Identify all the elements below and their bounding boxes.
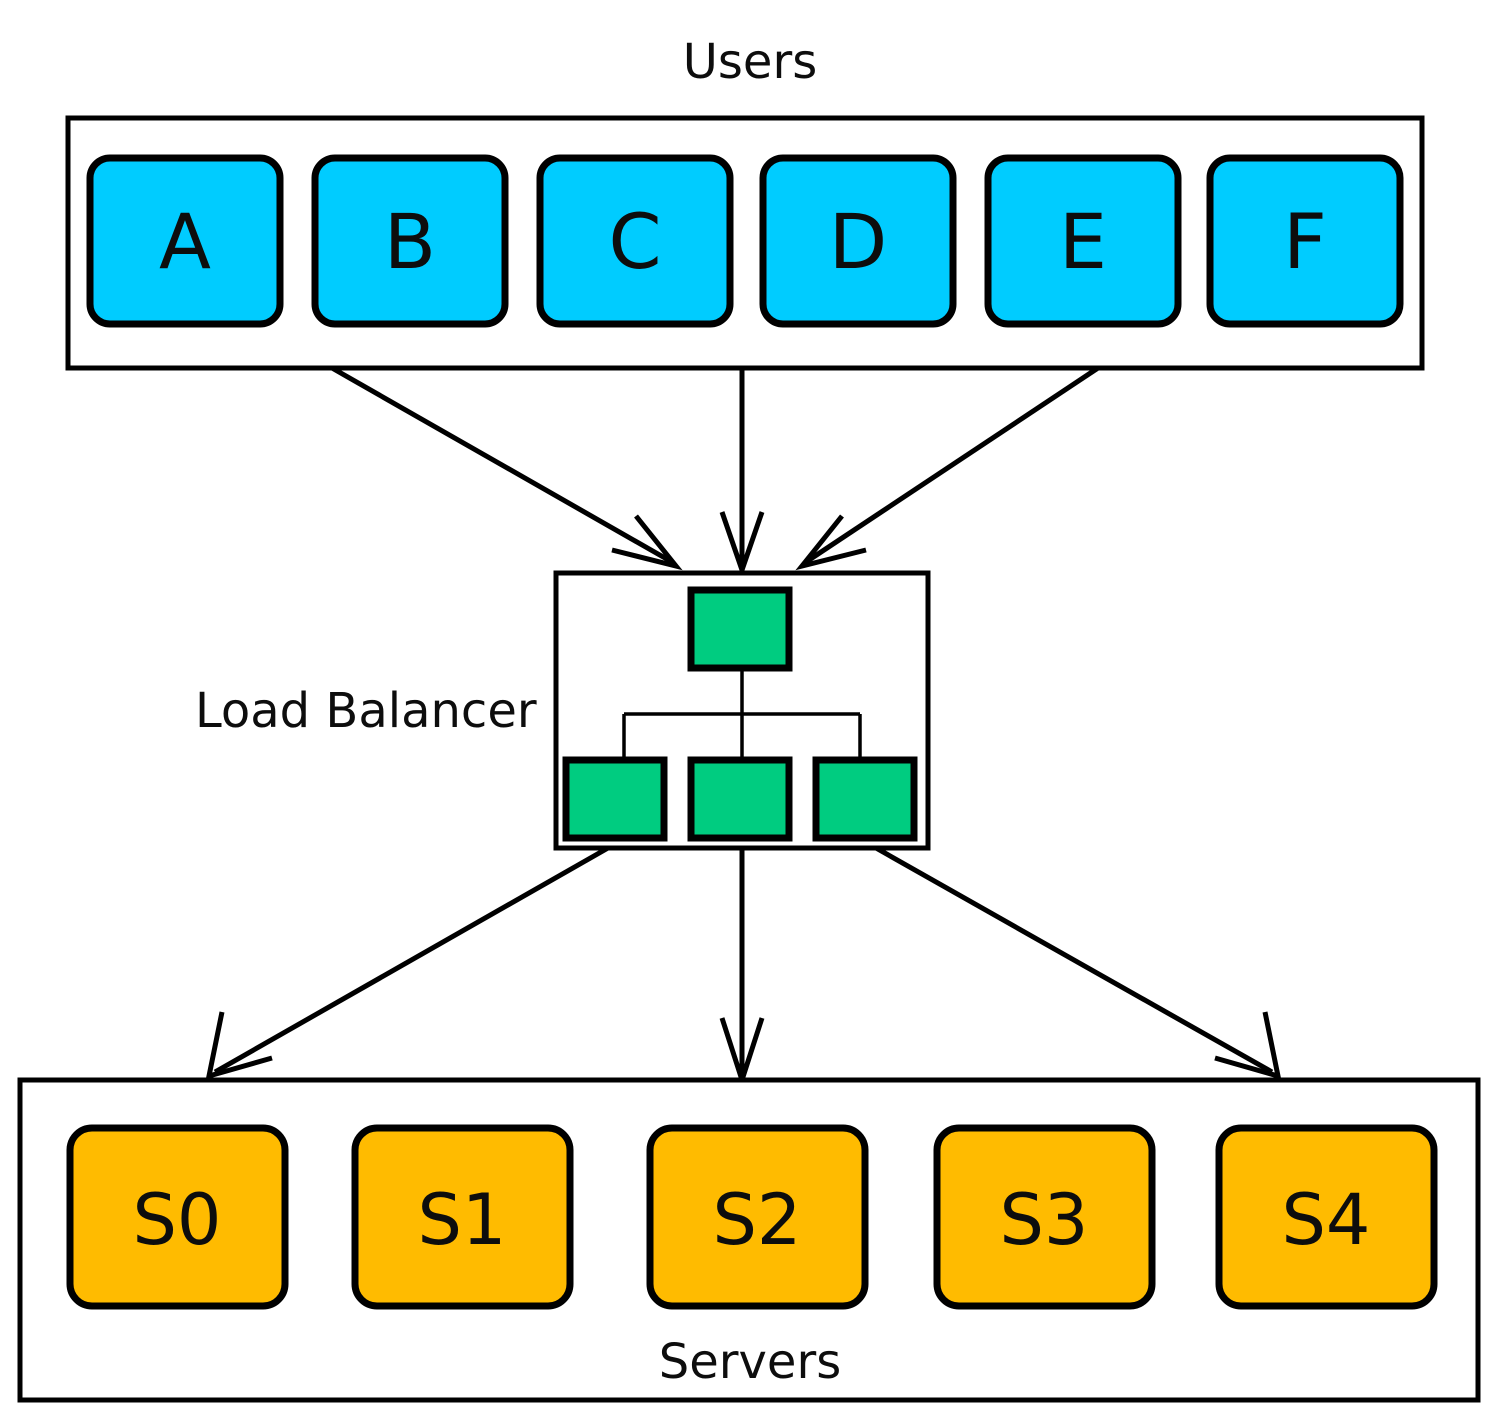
load-balancer-child-node-1[interactable] <box>562 756 668 842</box>
load-balancer-connectors <box>622 665 862 762</box>
load-balancer-group: Load Balancer <box>195 570 931 851</box>
user-b-label: B <box>384 197 436 286</box>
user-e-box[interactable] <box>984 154 1182 328</box>
users-container-box <box>65 115 1425 371</box>
server-s1-box[interactable] <box>351 1124 574 1310</box>
user-node-a[interactable]: A <box>86 154 284 328</box>
server-s3-box[interactable] <box>933 1124 1156 1310</box>
lb-child-3-box[interactable] <box>812 756 918 842</box>
user-a-box[interactable] <box>86 154 284 328</box>
user-node-b[interactable]: B <box>311 154 509 328</box>
user-d-label: D <box>829 197 888 286</box>
flow-arrow-users-left <box>330 365 683 571</box>
user-node-d[interactable]: D <box>759 154 957 328</box>
server-node-s0[interactable]: S0 <box>66 1124 289 1310</box>
lb-root-box[interactable] <box>687 586 793 672</box>
load-balancer-label: Load Balancer <box>195 683 537 739</box>
servers-group: S0 S1 S2 S3 S4 Servers <box>17 1077 1481 1403</box>
server-node-s1[interactable]: S1 <box>351 1124 574 1310</box>
users-group: A B C D E <box>65 115 1425 371</box>
diagram-title: Users <box>683 34 817 90</box>
flow-arrow-servers-left <box>205 845 610 1080</box>
user-node-c[interactable]: C <box>536 154 734 328</box>
flow-users-to-balancer <box>330 365 1100 578</box>
user-a-label: A <box>159 197 211 286</box>
server-s2-label: S2 <box>713 1179 802 1261</box>
servers-label: Servers <box>659 1334 841 1390</box>
flow-arrow-servers-center <box>719 848 765 1089</box>
user-d-box[interactable] <box>759 154 957 328</box>
server-s4-box[interactable] <box>1215 1124 1438 1310</box>
lb-child-2-box[interactable] <box>687 756 793 842</box>
load-balancer-child-node-3[interactable] <box>812 756 918 842</box>
server-s0-box[interactable] <box>66 1124 289 1310</box>
flow-arrow-servers-right <box>874 845 1282 1080</box>
server-s2-box[interactable] <box>646 1124 869 1310</box>
flow-balancer-to-servers <box>205 845 1282 1089</box>
flow-arrow-users-center <box>719 368 765 578</box>
lb-child-1-box[interactable] <box>562 756 668 842</box>
user-c-box[interactable] <box>536 154 734 328</box>
user-e-label: E <box>1059 197 1107 286</box>
server-s3-label: S3 <box>1000 1179 1089 1261</box>
flow-arrow-users-right <box>795 365 1100 571</box>
user-f-box[interactable] <box>1206 154 1404 328</box>
user-node-e[interactable]: E <box>984 154 1182 328</box>
user-b-box[interactable] <box>311 154 509 328</box>
user-node-f[interactable]: F <box>1206 154 1404 328</box>
user-f-label: F <box>1283 197 1327 286</box>
server-node-s3[interactable]: S3 <box>933 1124 1156 1310</box>
load-balancer-child-node-2[interactable] <box>687 756 793 842</box>
server-node-s4[interactable]: S4 <box>1215 1124 1438 1310</box>
server-s4-label: S4 <box>1282 1179 1371 1261</box>
server-s1-label: S1 <box>418 1179 507 1261</box>
server-node-s2[interactable]: S2 <box>646 1124 869 1310</box>
server-s0-label: S0 <box>133 1179 222 1261</box>
user-c-label: C <box>608 197 661 286</box>
load-balancer-root-node[interactable] <box>687 586 793 672</box>
